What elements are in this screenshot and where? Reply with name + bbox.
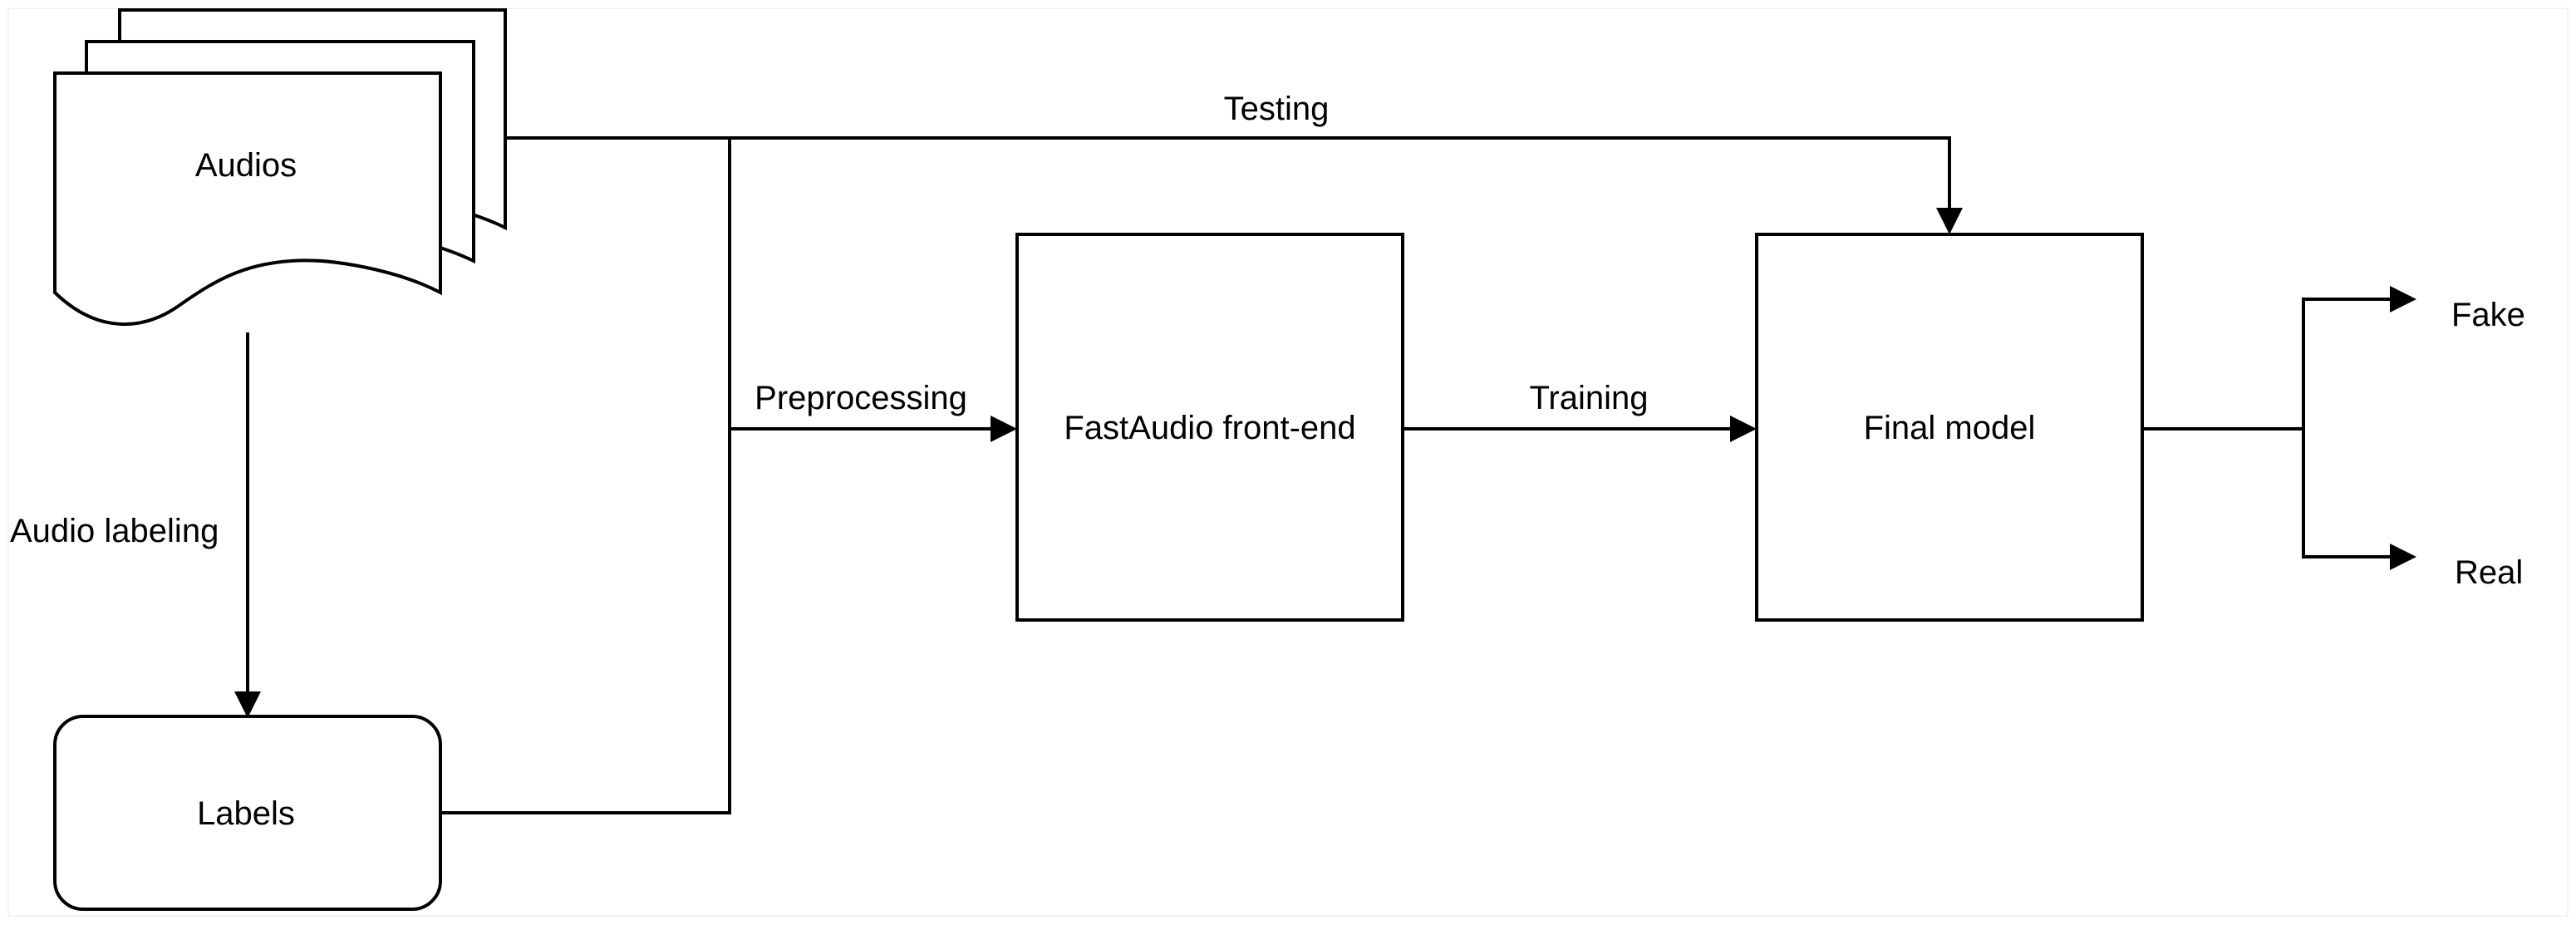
frontend-node: FastAudio front-end <box>1015 233 1404 622</box>
output-branch: Fake Real <box>2142 286 2525 591</box>
final-model-node: Final model <box>1755 233 2144 622</box>
labels-node: Labels <box>53 715 442 911</box>
testing-arrowhead <box>1936 208 1963 234</box>
testing-line <box>505 136 1951 213</box>
real-branch-line <box>2302 429 2395 558</box>
fake-arrowhead <box>2390 286 2416 312</box>
edge-testing: Testing <box>505 91 1963 234</box>
audios-label: Audios <box>195 147 297 184</box>
frontend-box <box>1015 233 1404 622</box>
frontend-label: FastAudio front-end <box>1064 410 1355 446</box>
fake-branch-line <box>2302 298 2395 429</box>
audios-node: Audios <box>53 8 507 326</box>
preprocessing-label: Preprocessing <box>755 380 967 416</box>
audio-labeling-label: Audio labeling <box>10 513 219 549</box>
edge-audio-labeling: Audio labeling <box>10 332 261 718</box>
real-arrowhead <box>2390 544 2416 570</box>
real-output-label: Real <box>2455 554 2523 591</box>
training-label: Training <box>1529 380 1648 416</box>
edge-training: Training <box>1403 380 1757 442</box>
training-arrowhead <box>1730 416 1757 442</box>
audio-labeling-arrowhead <box>234 691 261 718</box>
edge-preprocessing: Preprocessing <box>440 138 1017 814</box>
preprocessing-arrowhead <box>991 416 1017 442</box>
labels-label: Labels <box>197 795 295 832</box>
fake-output-label: Fake <box>2451 297 2525 333</box>
final-model-label: Final model <box>1864 410 2036 446</box>
audios-document-front <box>53 71 442 326</box>
diagram-frame <box>7 7 2569 917</box>
testing-label: Testing <box>1224 91 1330 127</box>
